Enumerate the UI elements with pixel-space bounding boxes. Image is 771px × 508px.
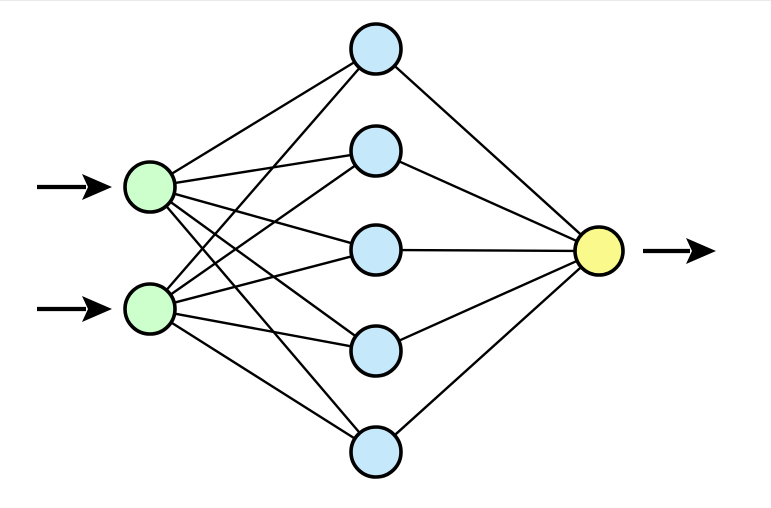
node-hidden-3[interactable] (349, 223, 403, 277)
edge-hidden-5-to-output-1 (392, 265, 584, 438)
node-circle-output-1[interactable] (573, 225, 625, 277)
output-arrow-icon (643, 238, 716, 264)
edge-input-2-to-hidden-3 (172, 254, 354, 305)
output-arrow-1-head (686, 238, 716, 264)
node-input-1[interactable] (123, 160, 177, 214)
layer-hidden (349, 22, 403, 479)
node-hidden-2[interactable] (349, 124, 403, 178)
edge-hidden-3-to-output-1 (398, 248, 578, 253)
node-input-2[interactable] (123, 282, 177, 336)
edge-hidden-1-to-output-1 (392, 63, 584, 237)
node-circle-hidden-5[interactable] (349, 425, 403, 479)
layer-input (123, 160, 177, 336)
node-circle-hidden-1[interactable] (349, 22, 403, 76)
edge-hidden-2-to-output-1 (396, 159, 580, 243)
edge-input-1-to-hidden-3 (171, 192, 355, 245)
edge-input-1-to-hidden-4 (168, 199, 358, 339)
edge-input-2-to-hidden-5 (169, 320, 357, 441)
node-circle-hidden-2[interactable] (349, 124, 403, 178)
node-circle-hidden-3[interactable] (349, 223, 403, 277)
nodes-group (123, 22, 625, 479)
edge-input-1-to-hidden-5 (164, 204, 362, 435)
node-circle-input-1[interactable] (123, 160, 177, 214)
node-hidden-1[interactable] (349, 22, 403, 76)
input-arrow-icon (37, 174, 112, 200)
node-hidden-5[interactable] (349, 425, 403, 479)
node-hidden-4[interactable] (349, 324, 403, 378)
node-circle-input-2[interactable] (123, 282, 177, 336)
io-arrows-group (37, 174, 716, 322)
edge-input-2-to-hidden-1 (164, 65, 362, 293)
edge-input-2-to-hidden-4 (172, 312, 354, 348)
input-arrow-2-head (82, 296, 112, 322)
layer-output (573, 225, 625, 277)
edge-hidden-4-to-output-1 (396, 259, 580, 343)
input-arrow-1-head (82, 174, 112, 200)
node-output-1[interactable] (573, 225, 625, 277)
edge-input-2-to-hidden-2 (168, 163, 358, 297)
input-arrow-icon (37, 296, 112, 322)
edges-group (164, 60, 584, 441)
node-circle-hidden-4[interactable] (349, 324, 403, 378)
edge-input-1-to-hidden-2 (172, 153, 354, 185)
edge-input-1-to-hidden-1 (169, 60, 357, 176)
